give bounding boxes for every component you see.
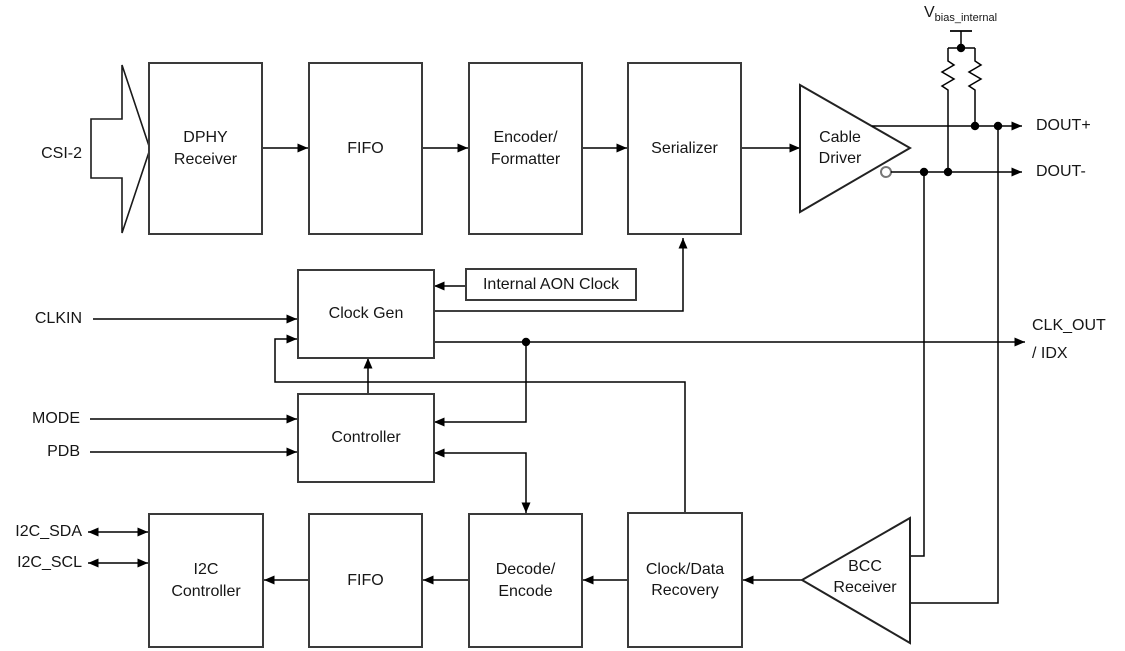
pin-label-i2c-sda: I2C_SDA: [15, 523, 82, 540]
pin-label-clk-out: CLK_OUT: [1032, 317, 1106, 334]
wire-clkout-branch-to-controller: [434, 342, 527, 427]
block-controller: Controller: [297, 393, 435, 483]
block-serializer: Serializer: [627, 62, 742, 235]
bcc-receiver-triangle: [800, 516, 911, 645]
junction-resistor-doutminus: [943, 167, 953, 177]
vbias-internal-label: Vbias_internal: [924, 4, 997, 27]
cable-driver-label: Cable Driver: [818, 129, 862, 168]
block-decode-encode: Decode/ Encode: [468, 513, 583, 648]
block-encoder-formatter: Encoder/ Formatter: [468, 62, 583, 235]
pin-label-idx: / IDX: [1032, 345, 1068, 362]
resistor-right: [967, 48, 983, 126]
pin-label-dout-minus: DOUT-: [1036, 163, 1086, 180]
pin-label-i2c-scl: I2C_SCL: [17, 554, 82, 571]
wire-doutplus-to-bcc: [910, 126, 999, 604]
inverting-output-bubble: [880, 166, 892, 178]
junction-vbias: [956, 43, 966, 53]
pin-label-csi2: CSI-2: [41, 145, 82, 162]
bcc-receiver-label: BCC Receiver: [833, 558, 897, 597]
wire-doutminus-to-bcc: [910, 172, 925, 557]
block-dphy-receiver: DPHY Receiver: [148, 62, 263, 235]
cable-driver-triangle: [799, 83, 913, 214]
junction-doutplus-tap: [993, 121, 1003, 131]
junction-resistor-doutplus: [970, 121, 980, 131]
vbias-base: V: [924, 4, 935, 21]
csi2-block-arrow: [90, 64, 151, 234]
block-i2c-controller: I2C Controller: [148, 513, 264, 648]
pin-label-pdb: PDB: [47, 443, 80, 460]
block-fifo-bottom: FIFO: [308, 513, 423, 648]
pin-label-clkin: CLKIN: [34, 310, 82, 327]
block-fifo-top: FIFO: [308, 62, 423, 235]
resistor-left: [940, 48, 956, 172]
vbias-subscript: bias_internal: [934, 12, 998, 25]
wire-controller-decode-bidir: [434, 448, 531, 513]
block-clock-data-recovery: Clock/Data Recovery: [627, 512, 743, 648]
pin-label-mode: MODE: [32, 410, 80, 427]
pin-label-dout-plus: DOUT+: [1036, 117, 1091, 134]
wire-clockgen-to-serializer: [434, 238, 688, 312]
wire-cdr-feedback-to-clockgen: [274, 334, 686, 512]
junction-doutminus-tap: [919, 167, 929, 177]
block-clock-gen: Clock Gen: [297, 269, 435, 359]
junction-clkout-branch: [521, 337, 531, 347]
block-internal-aon-clock: Internal AON Clock: [465, 268, 637, 301]
